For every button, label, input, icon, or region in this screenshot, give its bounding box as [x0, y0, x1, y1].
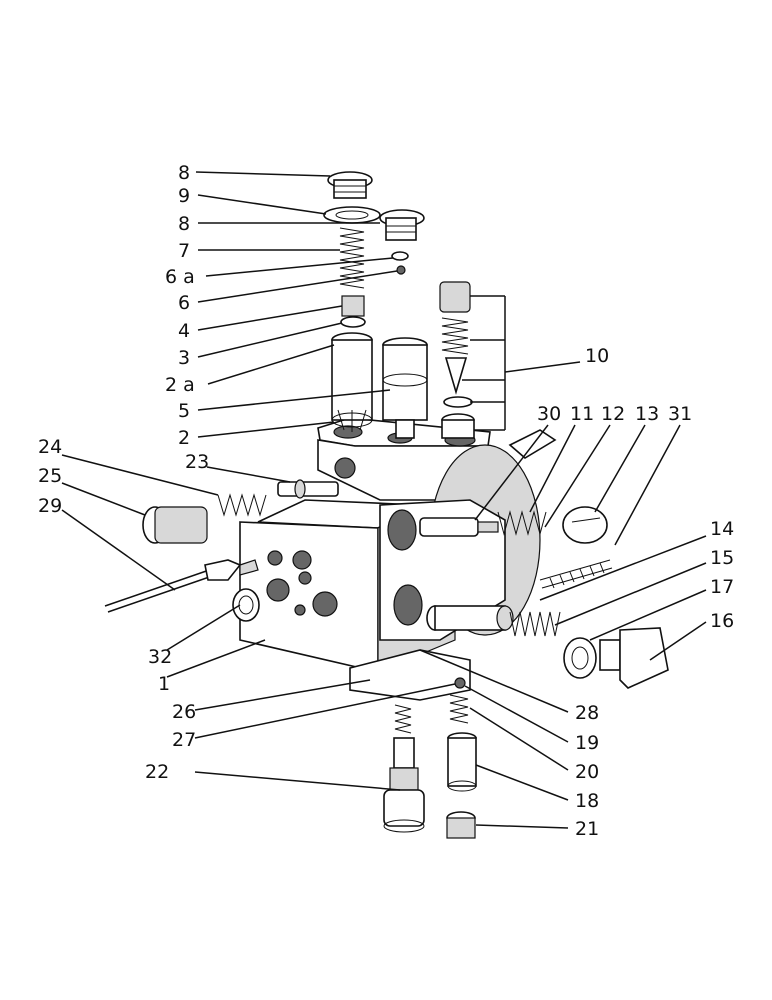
plunger-23 [277, 479, 339, 499]
leader-lines [61, 171, 707, 829]
label-18: 18 [575, 790, 599, 812]
label-14: 14 [710, 518, 734, 540]
label-1: 1 [158, 673, 170, 695]
spring-19 [449, 694, 469, 724]
label-4: 4 [178, 320, 190, 342]
label-9: 9 [178, 185, 190, 207]
label-21: 21 [575, 818, 599, 840]
washer-9 [323, 206, 381, 224]
label-16: 16 [710, 610, 734, 632]
label-15: 15 [710, 547, 734, 569]
label-27: 27 [172, 729, 196, 751]
cap-21 [446, 811, 476, 839]
plug-16 [599, 627, 669, 689]
label-28: 28 [575, 702, 599, 724]
label-2a: 2 a [165, 374, 195, 396]
label-23: 23 [185, 451, 209, 473]
label-26: 26 [172, 701, 196, 723]
label-6: 6 [178, 292, 190, 314]
cap-8-upper [327, 171, 373, 199]
label-13: 13 [635, 403, 659, 425]
spring-24 [217, 493, 267, 517]
sleeve-2a [331, 332, 373, 432]
label-32: 32 [148, 646, 172, 668]
label-5: 5 [178, 400, 190, 422]
label-19: 19 [575, 732, 599, 754]
label-24: 24 [38, 436, 62, 458]
label-25: 25 [38, 465, 62, 487]
label-20: 20 [575, 761, 599, 783]
plug-25 [142, 506, 208, 544]
cap-8-lower [379, 209, 425, 241]
label-29: 29 [38, 495, 62, 517]
label-10: 10 [585, 345, 609, 367]
label-31: 31 [668, 403, 692, 425]
valve-22 [383, 704, 425, 833]
poppet-4 [340, 295, 366, 328]
spring-15 [509, 611, 561, 637]
label-30: 30 [537, 403, 561, 425]
ball-6 [396, 265, 406, 275]
label-3: 3 [178, 347, 190, 369]
label-22: 22 [145, 761, 169, 783]
label-8-top: 8 [178, 162, 190, 184]
needle-29 [104, 559, 259, 613]
part-labels: 8 9 8 7 6 a 6 4 3 2 a 5 2 10 30 11 12 13… [38, 162, 734, 840]
label-7: 7 [178, 240, 190, 262]
label-8-second: 8 [178, 213, 190, 235]
spring-12 [497, 510, 547, 536]
ball-28 [454, 677, 466, 689]
sleeve-5 [382, 337, 428, 439]
label-2: 2 [178, 427, 190, 449]
label-12: 12 [601, 403, 625, 425]
piston-14 [426, 605, 514, 631]
stem-11 [419, 517, 499, 537]
label-17: 17 [710, 576, 734, 598]
oring-32 [232, 588, 260, 622]
stud-31 [539, 559, 613, 589]
plunger-18 [447, 732, 477, 792]
assembly-10 [439, 281, 475, 439]
label-6a: 6 a [165, 266, 195, 288]
washer-17 [563, 637, 597, 679]
valve-body [239, 417, 541, 701]
shim-6a [391, 251, 409, 261]
plug-13 [562, 506, 608, 544]
label-11: 11 [570, 403, 594, 425]
